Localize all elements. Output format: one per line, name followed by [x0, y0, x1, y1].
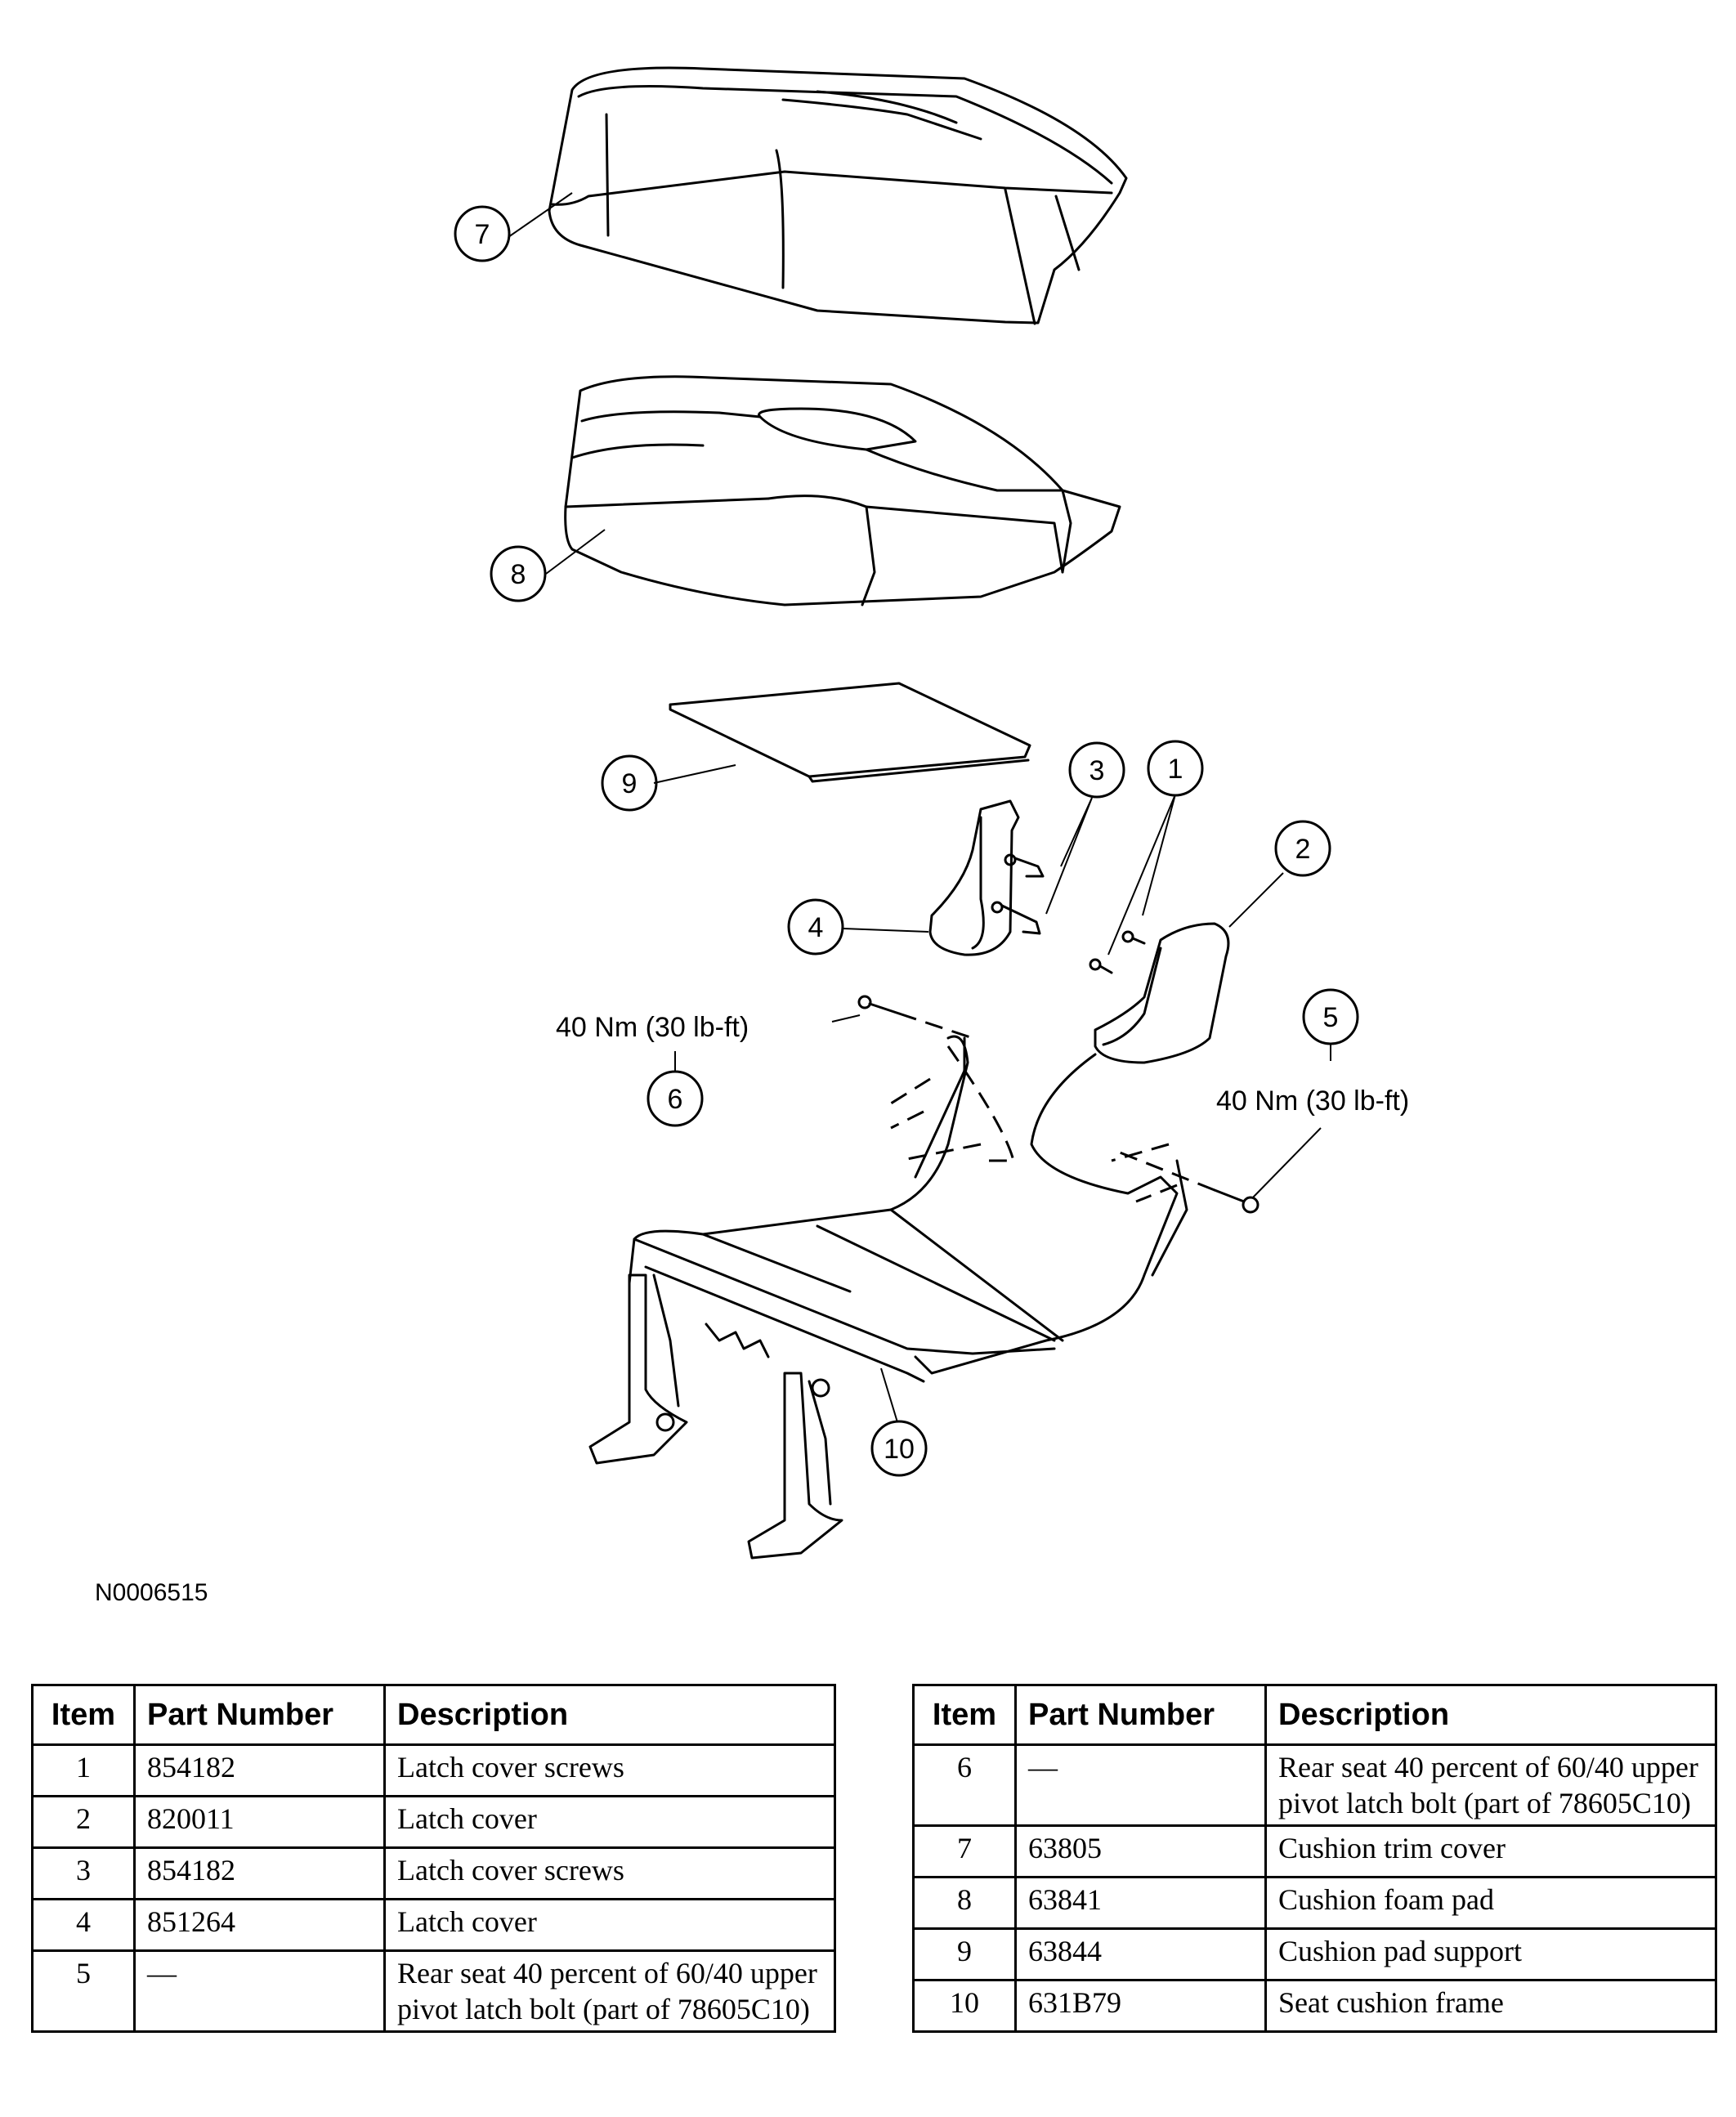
description-cell: Latch cover [383, 1898, 836, 1952]
cushion-trim-cover-drawing [548, 66, 1128, 325]
part-number-cell: — [133, 1949, 386, 2033]
description-cell: Cushion pad support [1264, 1927, 1717, 1981]
description-cell: Rear seat 40 percent of 60/40 upper pivo… [1264, 1743, 1717, 1827]
description-cell: Cushion foam pad [1264, 1876, 1717, 1930]
table-row: 5 — Rear seat 40 percent of 60/40 upper … [31, 1949, 836, 2033]
header-description: Description [1264, 1684, 1717, 1746]
leader-lines [508, 192, 1331, 1423]
part-number-cell: 851264 [133, 1898, 386, 1952]
torque-label-item-5: 40 Nm (30 lb-ft) [1216, 1085, 1409, 1117]
description-cell: Rear seat 40 percent of 60/40 upper pivo… [383, 1949, 836, 2033]
item-cell: 10 [912, 1979, 1017, 2033]
item-cell: 5 [31, 1949, 136, 2033]
description-cell: Latch cover screws [383, 1743, 836, 1797]
table-row: 3 854182 Latch cover screws [31, 1846, 836, 1900]
table-row: 9 63844 Cushion pad support [912, 1927, 1717, 1981]
callout-6-label: 6 [668, 1084, 683, 1115]
table-row: 2 820011 Latch cover [31, 1795, 836, 1849]
table-row: 7 63805 Cushion trim cover [912, 1824, 1717, 1878]
header-item: Item [31, 1684, 136, 1746]
latch-cover-right-drawing [1094, 922, 1230, 1064]
callout-8-label: 8 [511, 559, 526, 590]
description-cell: Latch cover screws [383, 1846, 836, 1900]
part-number-cell: 63805 [1014, 1824, 1267, 1878]
item-cell: 8 [912, 1876, 1017, 1930]
table-header-row: Item Part Number Description [912, 1684, 1717, 1746]
item-cell: 1 [31, 1743, 136, 1797]
callout-6: 6 [647, 1070, 704, 1127]
torque-label-item-6: 40 Nm (30 lb-ft) [556, 1012, 749, 1043]
part-number-cell: 631B79 [1014, 1979, 1267, 2033]
latch-cover-left-drawing [928, 799, 1020, 956]
item-cell: 4 [31, 1898, 136, 1952]
part-number-cell: 854182 [133, 1743, 386, 1797]
callout-7: 7 [454, 205, 511, 262]
callout-2: 2 [1274, 820, 1331, 877]
item-cell: 9 [912, 1927, 1017, 1981]
callout-1: 1 [1147, 740, 1204, 797]
callout-10: 10 [870, 1420, 928, 1477]
figure-id: N0006515 [95, 1579, 208, 1606]
callout-9-label: 9 [622, 768, 638, 799]
callout-1-label: 1 [1168, 754, 1183, 785]
callout-3: 3 [1068, 741, 1125, 799]
part-number-cell: 854182 [133, 1846, 386, 1900]
callout-5-label: 5 [1323, 1002, 1339, 1033]
pivot-latch-bolts-drawing [857, 995, 1259, 1214]
callout-2-label: 2 [1295, 834, 1311, 865]
table-row: 10 631B79 Seat cushion frame [912, 1979, 1717, 2033]
header-part-number: Part Number [133, 1684, 386, 1746]
item-cell: 7 [912, 1824, 1017, 1878]
item-cell: 2 [31, 1795, 136, 1849]
description-cell: Latch cover [383, 1795, 836, 1849]
callout-3-label: 3 [1089, 755, 1105, 786]
callout-8: 8 [490, 545, 547, 602]
callout-7-label: 7 [475, 219, 490, 250]
cushion-foam-pad-drawing [564, 375, 1121, 606]
table-row: 8 63841 Cushion foam pad [912, 1876, 1717, 1930]
item-cell: 6 [912, 1743, 1017, 1827]
callout-5: 5 [1302, 988, 1359, 1045]
latch-cover-screws-drawing [991, 853, 1146, 974]
table-row: 6 — Rear seat 40 percent of 60/40 upper … [912, 1743, 1717, 1827]
callout-9: 9 [601, 754, 658, 812]
callout-4-label: 4 [808, 912, 824, 943]
part-number-cell: 820011 [133, 1795, 386, 1849]
exploded-seat-cushion-diagram: 7 8 9 3 1 2 4 5 6 10 40 Nm (30 lb-ft) 40… [454, 66, 1409, 1560]
part-number-cell: 63841 [1014, 1876, 1267, 1930]
header-part-number: Part Number [1014, 1684, 1267, 1746]
description-cell: Seat cushion frame [1264, 1979, 1717, 2033]
header-item: Item [912, 1684, 1017, 1746]
parts-table-left: Item Part Number Description 1 854182 La… [31, 1684, 836, 2033]
callout-4: 4 [787, 898, 844, 956]
callout-10-label: 10 [884, 1434, 915, 1465]
table-header-row: Item Part Number Description [31, 1684, 836, 1746]
parts-table-right: Item Part Number Description 6 — Rear se… [912, 1684, 1717, 2033]
header-description: Description [383, 1684, 836, 1746]
part-number-cell: — [1014, 1743, 1267, 1827]
table-row: 1 854182 Latch cover screws [31, 1743, 836, 1797]
part-number-cell: 63844 [1014, 1927, 1267, 1981]
description-cell: Cushion trim cover [1264, 1824, 1717, 1878]
cushion-pad-support-drawing [669, 682, 1031, 783]
item-cell: 3 [31, 1846, 136, 1900]
table-row: 4 851264 Latch cover [31, 1898, 836, 1952]
seat-cushion-frame-drawing [588, 1035, 1188, 1560]
